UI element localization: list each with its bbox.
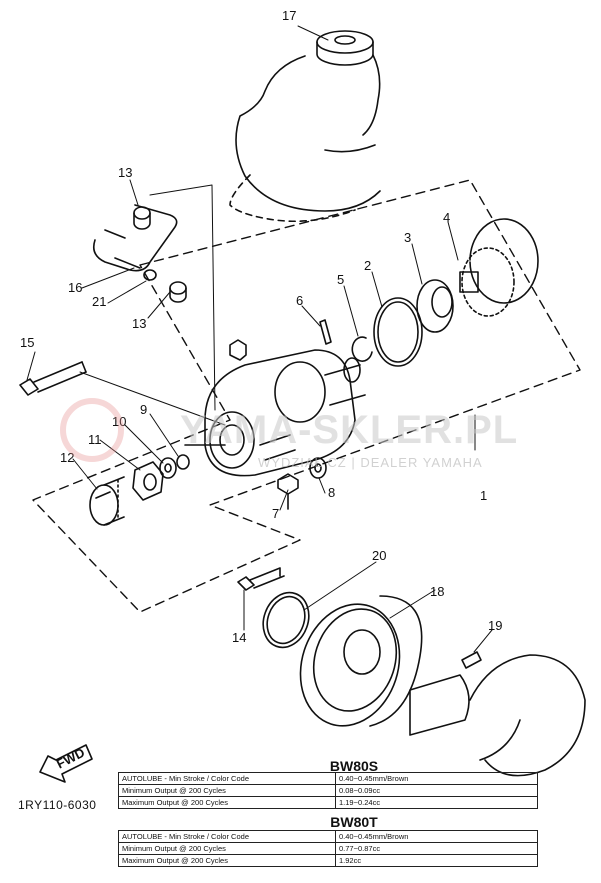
small-parts-drawing <box>89 454 327 526</box>
callout-7: 7 <box>272 506 279 521</box>
table-row: Maximum Output @ 200 Cycles 1.19~0.24cc <box>118 796 538 809</box>
bolt-14-oring-20-drawing <box>237 567 310 649</box>
cover-18-drawing <box>299 595 586 777</box>
callout-4: 4 <box>443 210 450 225</box>
table-row: AUTOLUBE - Min Stroke / Color Code 0.40~… <box>118 830 538 843</box>
callout-15: 15 <box>20 335 34 350</box>
callout-8: 8 <box>328 485 335 500</box>
table-cell: 0.77~0.87cc <box>335 842 538 855</box>
table-cell: Maximum Output @ 200 Cycles <box>118 854 336 867</box>
callout-13-bottom: 13 <box>132 316 146 331</box>
reference-code: 1RY110-6030 <box>18 798 97 812</box>
callout-17: 17 <box>282 8 296 23</box>
forward-direction-icon <box>39 744 93 783</box>
oil-pump-body-drawing <box>184 339 366 477</box>
table-row: Minimum Output @ 200 Cycles 0.08~0.09cc <box>118 784 538 797</box>
callout-19: 19 <box>488 618 502 633</box>
bolt-15-drawing <box>19 361 226 426</box>
watermark-text: YAMA-SKLER.PL <box>180 408 519 452</box>
table-cell: 1.92cc <box>335 854 538 867</box>
table-cell: AUTOLUBE - Min Stroke / Color Code <box>118 772 336 785</box>
watermark-logo <box>60 398 124 462</box>
spec-table-bw80t: AUTOLUBE - Min Stroke / Color Code 0.40~… <box>118 830 538 867</box>
callout-16: 16 <box>68 280 82 295</box>
callout-18: 18 <box>430 584 444 599</box>
table-row: Minimum Output @ 200 Cycles 0.77~0.87cc <box>118 842 538 855</box>
watermark-subtext: WYDZIAŁ CZ | DEALER YAMAHA <box>258 455 483 470</box>
callout-13-top: 13 <box>118 165 132 180</box>
callout-14: 14 <box>232 630 246 645</box>
table-row: AUTOLUBE - Min Stroke / Color Code 0.40~… <box>118 772 538 785</box>
model-title-bw80t: BW80T <box>330 814 378 830</box>
table-cell: 0.40~0.45mm/Brown <box>335 830 538 843</box>
callout-20: 20 <box>372 548 386 563</box>
pump-assembly-boundary <box>32 179 581 613</box>
callout-2: 2 <box>364 258 371 273</box>
oil-hose-drawing <box>92 184 216 411</box>
callout-3: 3 <box>404 230 411 245</box>
table-cell: AUTOLUBE - Min Stroke / Color Code <box>118 830 336 843</box>
callout-5: 5 <box>337 272 344 287</box>
spec-table-bw80s: AUTOLUBE - Min Stroke / Color Code 0.40~… <box>118 772 538 809</box>
table-row: Maximum Output @ 200 Cycles 1.92cc <box>118 854 538 867</box>
table-cell: 1.19~0.24cc <box>335 796 538 809</box>
callout-1: 1 <box>480 488 487 503</box>
table-cell: Maximum Output @ 200 Cycles <box>118 796 336 809</box>
oil-tank-drawing <box>229 30 381 223</box>
shaft-parts-drawing <box>319 218 539 367</box>
fwd-label: FWD <box>54 745 87 772</box>
table-cell: 0.08~0.09cc <box>335 784 538 797</box>
callout-6: 6 <box>296 293 303 308</box>
model-title-bw80s: BW80S <box>329 758 379 774</box>
table-cell: 0.40~0.45mm/Brown <box>335 772 538 785</box>
callout-9: 9 <box>140 402 147 417</box>
table-cell: Minimum Output @ 200 Cycles <box>118 784 336 797</box>
callout-labels: 17 13 16 21 13 15 1 2 3 4 5 6 7 8 9 10 1… <box>20 8 502 772</box>
callout-21: 21 <box>92 294 106 309</box>
table-cell: Minimum Output @ 200 Cycles <box>118 842 336 855</box>
